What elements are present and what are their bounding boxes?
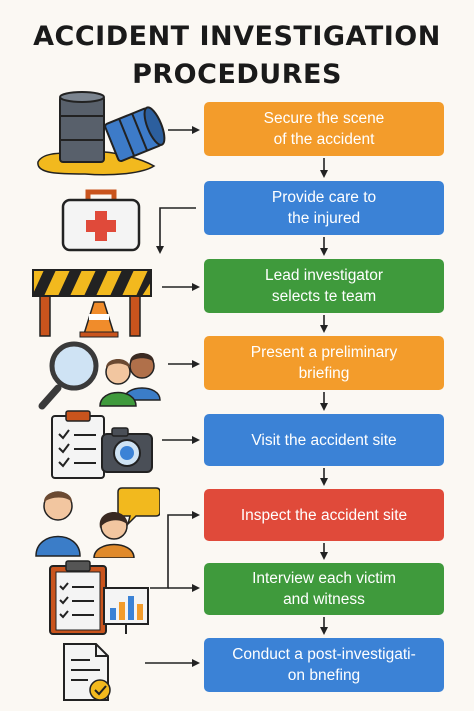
title-line-1: ACCIDENT INVESTIGATION <box>33 21 441 52</box>
first-aid-kit-icon <box>61 189 141 252</box>
step-label: Interview each victim and witness <box>252 570 396 608</box>
step-inspect-site: Inspect the accident site <box>204 489 444 541</box>
step-preliminary-briefing: Present a preliminary briefing <box>204 336 444 390</box>
step-provide-care: Provide care to the injured <box>204 181 444 235</box>
step-label: Conduct a post-investigati- on bnefing <box>232 646 416 684</box>
step-select-team: Lead investigator selects te team <box>204 259 444 313</box>
step-label: Inspect the accident site <box>240 506 408 524</box>
document-check-icon <box>63 643 111 701</box>
step-post-briefing: Conduct a post-investigati- on bnefing <box>204 638 444 692</box>
step-label: Secure the scene of the accident <box>263 110 385 148</box>
barricade-cone-icon <box>32 269 152 338</box>
magnifier-people-icon <box>38 341 161 410</box>
people-speech-icon <box>35 487 160 558</box>
arrow-bracket <box>150 511 200 589</box>
step-secure-scene: Secure the scene of the accident <box>204 102 444 156</box>
step-label: Visit the accident site <box>251 431 397 449</box>
page-title: ACCIDENT INVESTIGATION PROCEDURES <box>0 18 474 94</box>
step-label: Lead investigator selects te team <box>264 267 384 305</box>
step-interview: Interview each victim and witness <box>204 563 444 615</box>
step-label: Provide care to the injured <box>271 189 377 227</box>
title-line-2: PROCEDURES <box>132 59 342 90</box>
checklist-camera-icon <box>51 410 153 479</box>
step-visit-site: Visit the accident site <box>204 414 444 466</box>
oil-barrels-icon <box>37 91 166 176</box>
step-label: Present a preliminary briefing <box>250 344 398 382</box>
arrow-elbow <box>156 207 196 254</box>
clipboard-chart-icon <box>49 560 149 635</box>
